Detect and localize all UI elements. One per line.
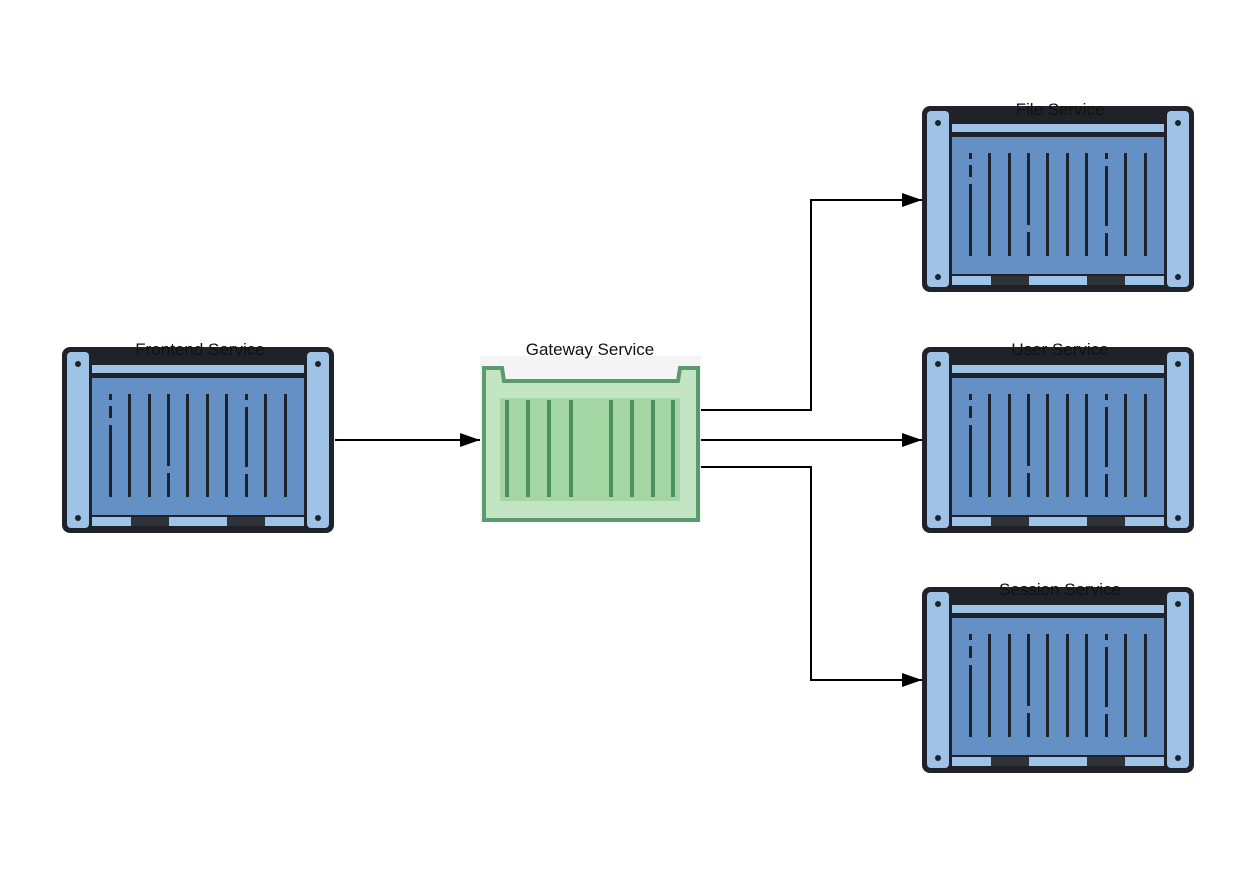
node-label-gateway: Gateway Service	[526, 340, 655, 359]
container-icon	[922, 106, 1194, 292]
node-file-service[interactable]: File Service	[922, 100, 1194, 292]
node-gateway-service[interactable]: Gateway Service	[480, 340, 701, 522]
node-label-frontend: Frontend Service	[135, 340, 264, 359]
connectors	[335, 193, 922, 687]
node-label-session: Session Service	[999, 580, 1121, 599]
node-user-service[interactable]: User Service	[922, 340, 1194, 533]
container-icon	[922, 587, 1194, 773]
node-label-file: File Service	[1016, 100, 1105, 119]
node-label-user: User Service	[1011, 340, 1108, 359]
edge-gateway-to-file[interactable]	[701, 193, 922, 411]
node-session-service[interactable]: Session Service	[922, 580, 1194, 773]
node-frontend-service[interactable]: Frontend Service	[62, 340, 334, 533]
edge-gateway-to-session[interactable]	[701, 466, 922, 687]
container-icon	[62, 347, 334, 533]
container-icon	[922, 347, 1194, 533]
open-container-icon	[480, 356, 701, 522]
